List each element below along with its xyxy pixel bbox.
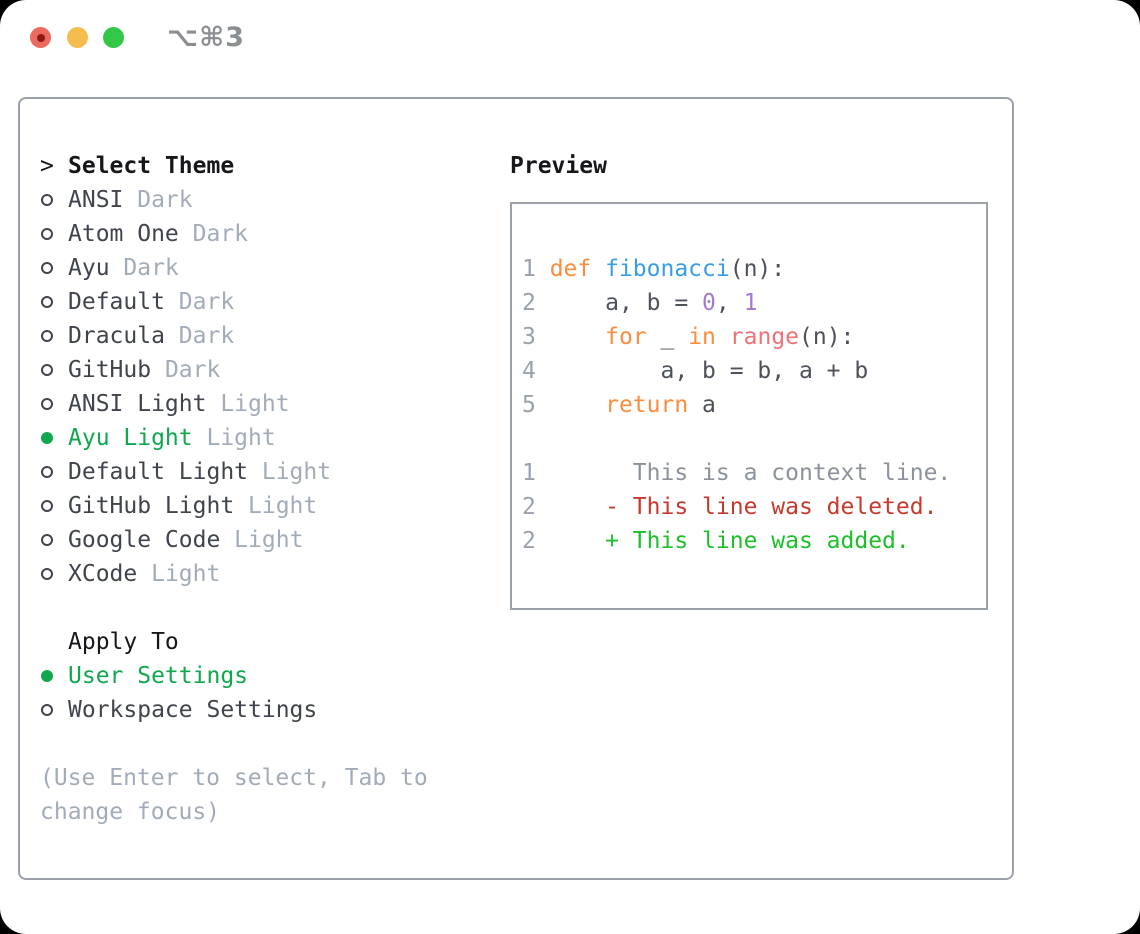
theme-option-dracula[interactable]: Dracula Dark [40,319,500,353]
theme-variant: Dark [164,289,235,315]
select-theme-header: > Select Theme [40,149,500,183]
theme-option-ayu-light[interactable]: Ayu Light Light [40,421,500,455]
spacer [40,727,500,761]
radio-icon [40,330,68,342]
theme-variant: Light [234,493,318,519]
zoom-button[interactable] [103,27,124,48]
theme-option-ayu[interactable]: Ayu Dark [40,251,500,285]
code-line: 4 a, b = b, a + b [522,358,869,384]
theme-name: Atom One [68,221,179,247]
theme-variant: Dark [109,255,179,281]
theme-option-default-light[interactable]: Default Light Light [40,455,500,489]
radio-selected-icon [40,432,68,444]
code-line: 1 def fibonacci(n): [522,256,786,282]
theme-name: Google Code [68,527,221,553]
theme-variant: Light [137,561,221,587]
preview-title: Preview [510,153,607,179]
theme-option-ansi[interactable]: ANSI Dark [40,183,500,217]
apply-to-header: Apply To [40,625,500,659]
theme-option-github[interactable]: GitHub Dark [40,353,500,387]
theme-name: ANSI Light [68,391,207,417]
preview-column: Preview 1 def fibonacci(n): 2 a, b = 0, 1… [510,149,990,610]
radio-icon [40,534,68,546]
theme-variant: Dark [164,323,235,349]
apply-option-label: Workspace Settings [68,697,318,723]
theme-name: XCode [68,561,138,587]
code-line [522,422,986,456]
theme-name: GitHub Light [68,493,235,519]
theme-option-google-code[interactable]: Google Code Light [40,523,500,557]
apply-option-user-settings[interactable]: User Settings [40,659,500,693]
code-line: 3 for _ in range(n): [522,324,855,350]
select-theme-title: Select Theme [68,153,235,179]
theme-option-github-light[interactable]: GitHub Light Light [40,489,500,523]
radio-selected-icon [40,670,68,682]
window-title: ⌥⌘3 [167,22,245,53]
theme-variant: Dark [178,221,249,247]
theme-variant: Light [220,527,304,553]
code-line: 2 a, b = 0, 1 [522,290,758,316]
theme-option-atom-one[interactable]: Atom One Dark [40,217,500,251]
titlebar: ⌥⌘3 [0,0,1140,76]
hint-line: (Use Enter to select, Tab to [40,765,428,791]
theme-option-default[interactable]: Default Dark [40,285,500,319]
theme-name: ANSI [68,187,124,213]
theme-option-xcode[interactable]: XCode Light [40,557,500,591]
radio-icon [40,194,68,206]
apply-to-title: Apply To [68,629,179,655]
radio-icon [40,296,68,308]
hint-line: change focus) [40,799,221,825]
apply-option-label: User Settings [68,663,249,689]
cursor-icon: > [40,153,54,179]
theme-name: GitHub [68,357,152,383]
spacer [40,591,500,625]
radio-icon [40,364,68,376]
theme-variant: Light [248,459,332,485]
radio-icon [40,500,68,512]
radio-icon [40,262,68,274]
theme-variant: Light [206,391,290,417]
code-line: 1 This is a context line. [522,460,952,486]
radio-icon [40,704,68,716]
theme-variant: Light [192,425,276,451]
radio-icon [40,466,68,478]
minimize-button[interactable] [67,27,88,48]
theme-name: Dracula [68,323,165,349]
apply-option-workspace-settings[interactable]: Workspace Settings [40,693,500,727]
radio-icon [40,568,68,580]
radio-icon [40,228,68,240]
theme-name: Ayu Light [68,425,193,451]
theme-name: Default [68,289,165,315]
code-line: 2 - This line was deleted. [522,494,938,520]
theme-name: Ayu [68,255,110,281]
code-line: 5 return a [522,392,716,418]
preview-code: 1 def fibonacci(n): 2 a, b = 0, 1 3 for _ … [522,252,986,558]
preview-box: 1 def fibonacci(n): 2 a, b = 0, 1 3 for _ … [510,202,988,610]
close-dot-icon [36,33,45,42]
code-line: 2 + This line was added. [522,528,910,554]
hint-text: (Use Enter to select, Tab to change focus… [40,761,500,829]
theme-name: Default Light [68,459,249,485]
close-button[interactable] [30,27,51,48]
theme-variant: Dark [123,187,193,213]
radio-icon [40,398,68,410]
theme-variant: Dark [151,357,221,383]
theme-option-ansi-light[interactable]: ANSI Light Light [40,387,500,421]
